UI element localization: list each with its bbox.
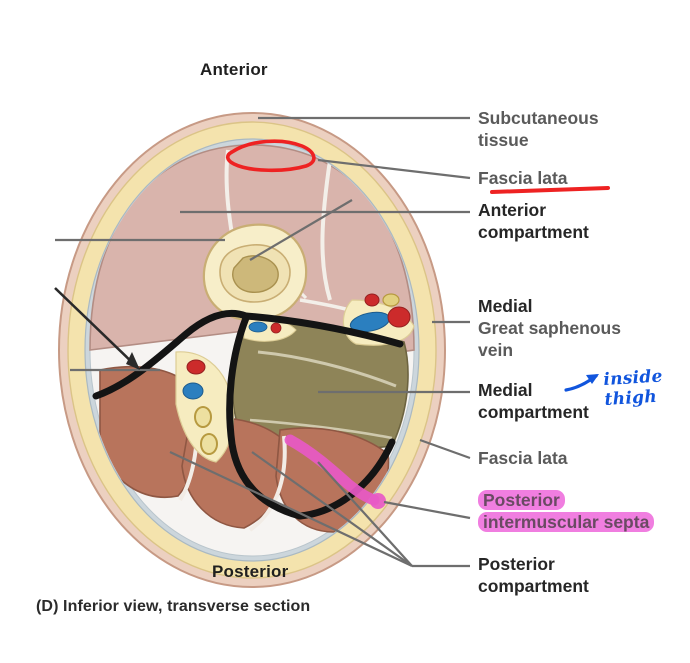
femur-group: [202, 223, 308, 322]
leader-anterior-muscle-inner: [249, 199, 353, 261]
blue-handwritten-arrow-group: [564, 374, 599, 392]
sciatic-nerve-fascicle-2: [200, 433, 218, 455]
pink-septum-highlight-group: [284, 434, 386, 509]
medial-artery-small: [270, 322, 282, 334]
label-posterior-septa-line2: intermuscular septa: [478, 512, 655, 533]
popliteal-vein: [182, 382, 204, 400]
label-fascia-lata-bottom: Fascia lata: [478, 448, 568, 468]
figure-caption: (D) Inferior view, transverse section: [36, 598, 311, 615]
medial-septum-arrow-group: [54, 287, 140, 370]
label-medial: Medial: [478, 296, 533, 316]
label-anterior-compartment-line2: compartment: [478, 222, 589, 242]
leader-fascia-lata-top: [317, 158, 471, 180]
label-posterior-compartment-line1: Posterior: [478, 554, 555, 574]
posterior-septum-left: [226, 314, 304, 520]
sciatic-nerve-fascicle-1: [194, 406, 212, 428]
label-posterior-septa-line1: Posterior: [478, 490, 565, 511]
medial-septum-arrow-head: [126, 352, 140, 370]
bone-marrow: [232, 255, 279, 293]
posterior-septa-highlight-line2: intermuscular septa: [478, 512, 655, 532]
posterior-intermuscular-division-b: [248, 435, 287, 532]
label-anterior-compartment-line1: Anterior: [478, 200, 547, 220]
leader-posterior-compartment-a: [169, 451, 413, 567]
red-underline-mark: [490, 186, 610, 194]
medial-intermuscular-septum: [92, 310, 250, 400]
label-subcutaneous-tissue-line2: tissue: [478, 130, 529, 150]
pink-septum-endpoint: [370, 493, 386, 509]
label-great-saphenous-vein-line2: vein: [478, 340, 514, 360]
vastus-lateralis-division: [320, 159, 332, 301]
label-medial-compartment-line1: Medial: [478, 380, 533, 400]
adductor-division-upper: [257, 350, 397, 388]
femoral-artery: [387, 306, 411, 328]
label-subcutaneous-tissue-line1: Subcutaneous: [478, 108, 599, 128]
medial-septum-arrow-shaft: [54, 287, 139, 369]
handwritten-annotation-inside-thigh: inside thigh: [602, 366, 664, 410]
leader-posterior-compartment-c: [317, 461, 413, 567]
blue-arrow-head: [586, 374, 599, 384]
lateral-intermuscular-septum: [242, 312, 404, 348]
orientation-label-posterior: Posterior: [212, 562, 289, 581]
label-medial-compartment-line2: compartment: [478, 402, 589, 422]
label-fascia-lata-top: Fascia lata: [478, 168, 568, 188]
adductor-division-lower: [249, 418, 393, 440]
label-posterior-compartment-line2: compartment: [478, 576, 589, 596]
posterior-septa-highlight-line1: Posterior: [478, 490, 565, 510]
saphenous-nerve: [382, 293, 400, 307]
red-circle-mark: [225, 139, 316, 173]
leader-posterior-septa: [383, 500, 471, 520]
label-great-saphenous-vein-line1: Great saphenous: [478, 318, 621, 338]
leader-lines-group: [55, 116, 471, 568]
pink-septum-highlight: [284, 434, 380, 506]
popliteal-artery: [186, 359, 206, 375]
leader-fascia-lata-bottom: [419, 438, 471, 460]
medial-vein-small: [248, 321, 268, 333]
deep-femoral-artery: [364, 293, 380, 307]
sciatic-neurovascular-bundle: [175, 351, 235, 463]
orientation-label-anterior: Anterior: [200, 60, 268, 79]
leader-posterior-compartment-b: [251, 451, 413, 567]
